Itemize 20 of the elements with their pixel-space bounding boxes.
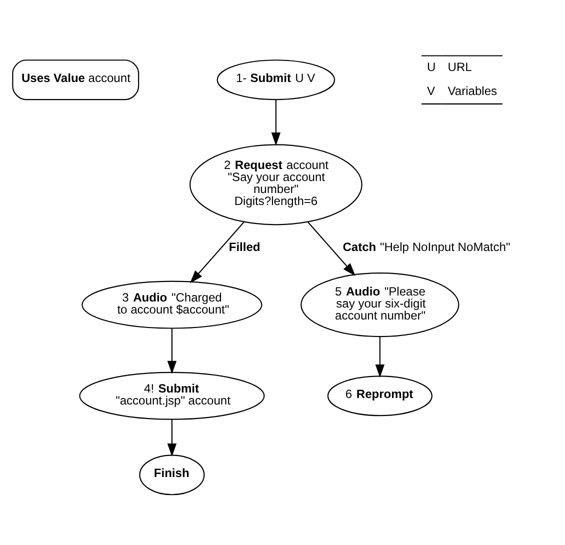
label: URL xyxy=(448,59,472,74)
node-ellipse: 2 Request account "Say your account number" Digits?length=6 xyxy=(189,144,362,225)
label: V xyxy=(426,83,436,98)
arrow xyxy=(167,328,177,374)
edge-label: Filled xyxy=(228,239,260,254)
node-ellipse: 4! Submit "account.jsp" account xyxy=(79,371,265,420)
arrow xyxy=(375,336,385,378)
node-ellipse: Finish xyxy=(139,454,205,495)
node-ellipse: 6 Reprompt xyxy=(327,375,432,416)
node-box: Uses Value account xyxy=(12,59,140,100)
arrow xyxy=(308,221,356,276)
label: U xyxy=(426,59,436,74)
arrow xyxy=(271,99,281,146)
edge-label: Catch "Help NoInput NoMatch" xyxy=(342,239,510,254)
node-ellipse: 3 Audio "Charged to account $account" xyxy=(82,280,262,328)
node-ellipse: 1- Submit U V xyxy=(216,59,336,100)
label: Variables xyxy=(448,83,498,98)
arrow xyxy=(167,418,177,456)
arrow xyxy=(190,221,244,283)
node-ellipse: 5 Audio "Please say your six-digit account number" xyxy=(300,272,460,337)
